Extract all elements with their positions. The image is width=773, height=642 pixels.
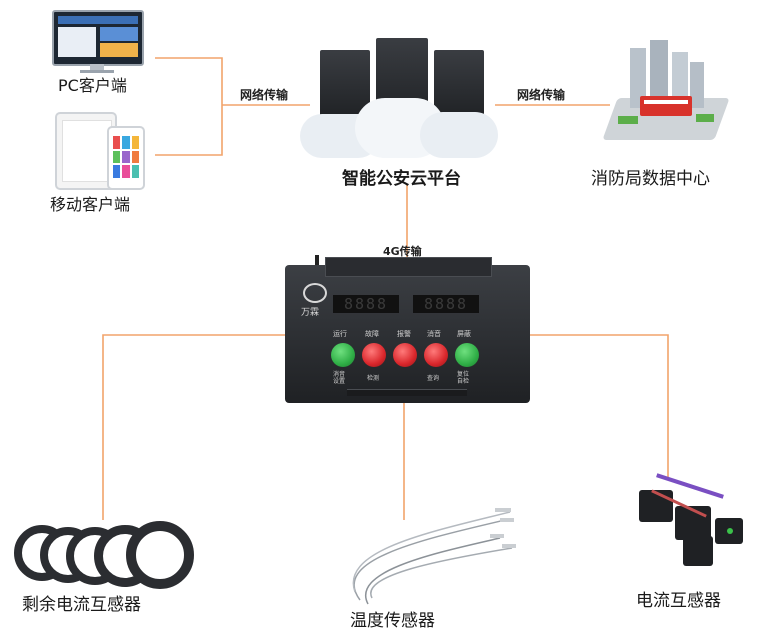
network-transfer-label-right: 网络传输: [517, 88, 566, 102]
button-label-reset-selftest: 复位 自检: [457, 371, 470, 385]
button-label-detect: 检测: [367, 375, 380, 382]
fire-dept-label: 消防局数据中心: [591, 169, 710, 189]
device-to-residual-line: [102, 334, 285, 520]
indicator-label-run: 运行: [333, 330, 347, 338]
display-right: 8888: [413, 295, 479, 313]
antenna-icon: [315, 255, 319, 269]
device-button-green-left[interactable]: [331, 343, 355, 367]
current-ct-label: 电流互感器: [636, 591, 721, 611]
cloud-platform-label: 智能公安云平台: [342, 169, 461, 189]
monitoring-device: 万霖 8888 8888 运行 故障 报警 消音 屏蔽 消音 设置 检测 查询 …: [285, 255, 530, 403]
button-label-query: 查询: [427, 375, 440, 382]
indicator-label-shield: 屏蔽: [457, 330, 471, 338]
residual-ct-label: 剩余电流互感器: [22, 595, 141, 615]
button-label-silence-set: 消音 设置: [333, 371, 346, 385]
temp-sensor-label: 温度传感器: [350, 611, 435, 631]
brand-label: 万霖: [301, 308, 320, 318]
pc-client-label: PC客户端: [58, 76, 127, 95]
indicator-label-silence: 消音: [427, 330, 441, 338]
client-bracket-line: [155, 57, 223, 156]
network-transfer-label-left: 网络传输: [240, 88, 289, 102]
indicator-label-fault: 故障: [365, 330, 379, 338]
mobile-client-label: 移动客户端: [50, 195, 131, 214]
display-left: 8888: [333, 295, 399, 313]
residual-current-transformer-icon: [10, 515, 194, 589]
indicator-label-alarm: 报警: [397, 330, 411, 338]
current-transformer-icon: [635, 473, 745, 575]
device-button-red-3[interactable]: [424, 343, 448, 367]
device-button-green-right[interactable]: [455, 343, 479, 367]
brand-logo-icon: [299, 281, 327, 303]
cloud-server-icon: [300, 32, 500, 162]
fire-dept-building-icon: [600, 38, 730, 148]
device-to-ct-line: [530, 334, 669, 478]
device-button-red-1[interactable]: [362, 343, 386, 367]
device-button-red-2[interactable]: [393, 343, 417, 367]
tablet-phone-icon: [55, 112, 145, 190]
cellular-4g-label: 4G传输: [383, 245, 422, 258]
pc-monitor-icon: [52, 10, 144, 73]
terminal-strip: [347, 389, 467, 396]
